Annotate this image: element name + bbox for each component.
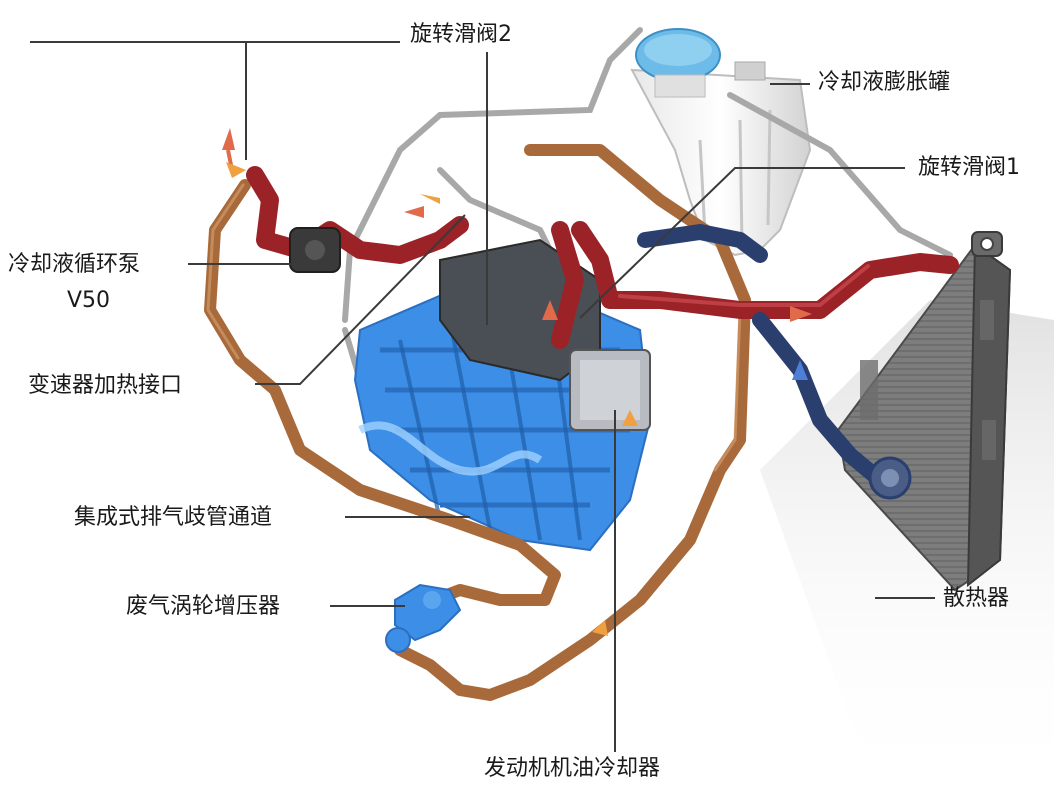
oil-line-highlight xyxy=(206,183,742,472)
label-coolant-expansion-tank: 冷却液膨胀罐 xyxy=(818,70,951,95)
turbocharger xyxy=(385,583,462,653)
radiator xyxy=(836,231,1012,592)
oil-lines xyxy=(204,144,751,701)
label-rotary-valve-2: 旋转滑阀2 xyxy=(410,22,512,47)
hot-coolant-highlight xyxy=(618,264,870,307)
thermostat-housing xyxy=(868,456,912,500)
leader-lines xyxy=(30,41,935,752)
label-coolant-pump-code: V50 xyxy=(67,288,111,313)
label-integrated-exhaust-manifold: 集成式排气歧管通道 xyxy=(74,505,273,530)
flow-arrows xyxy=(222,128,812,636)
label-rotary-valve-1: 旋转滑阀1 xyxy=(918,155,1020,180)
label-engine-oil-cooler: 发动机机油冷却器 xyxy=(484,756,661,781)
label-turbocharger: 废气涡轮增压器 xyxy=(126,594,281,619)
coolant-pump xyxy=(289,227,341,273)
cold-coolant-hoses xyxy=(637,224,888,488)
label-transmission-heating-port: 变速器加热接口 xyxy=(28,373,183,398)
coolant-expansion-tank xyxy=(630,28,812,257)
label-radiator: 散热器 xyxy=(943,586,1010,611)
label-coolant-pump: 冷却液循环泵 xyxy=(8,252,141,277)
